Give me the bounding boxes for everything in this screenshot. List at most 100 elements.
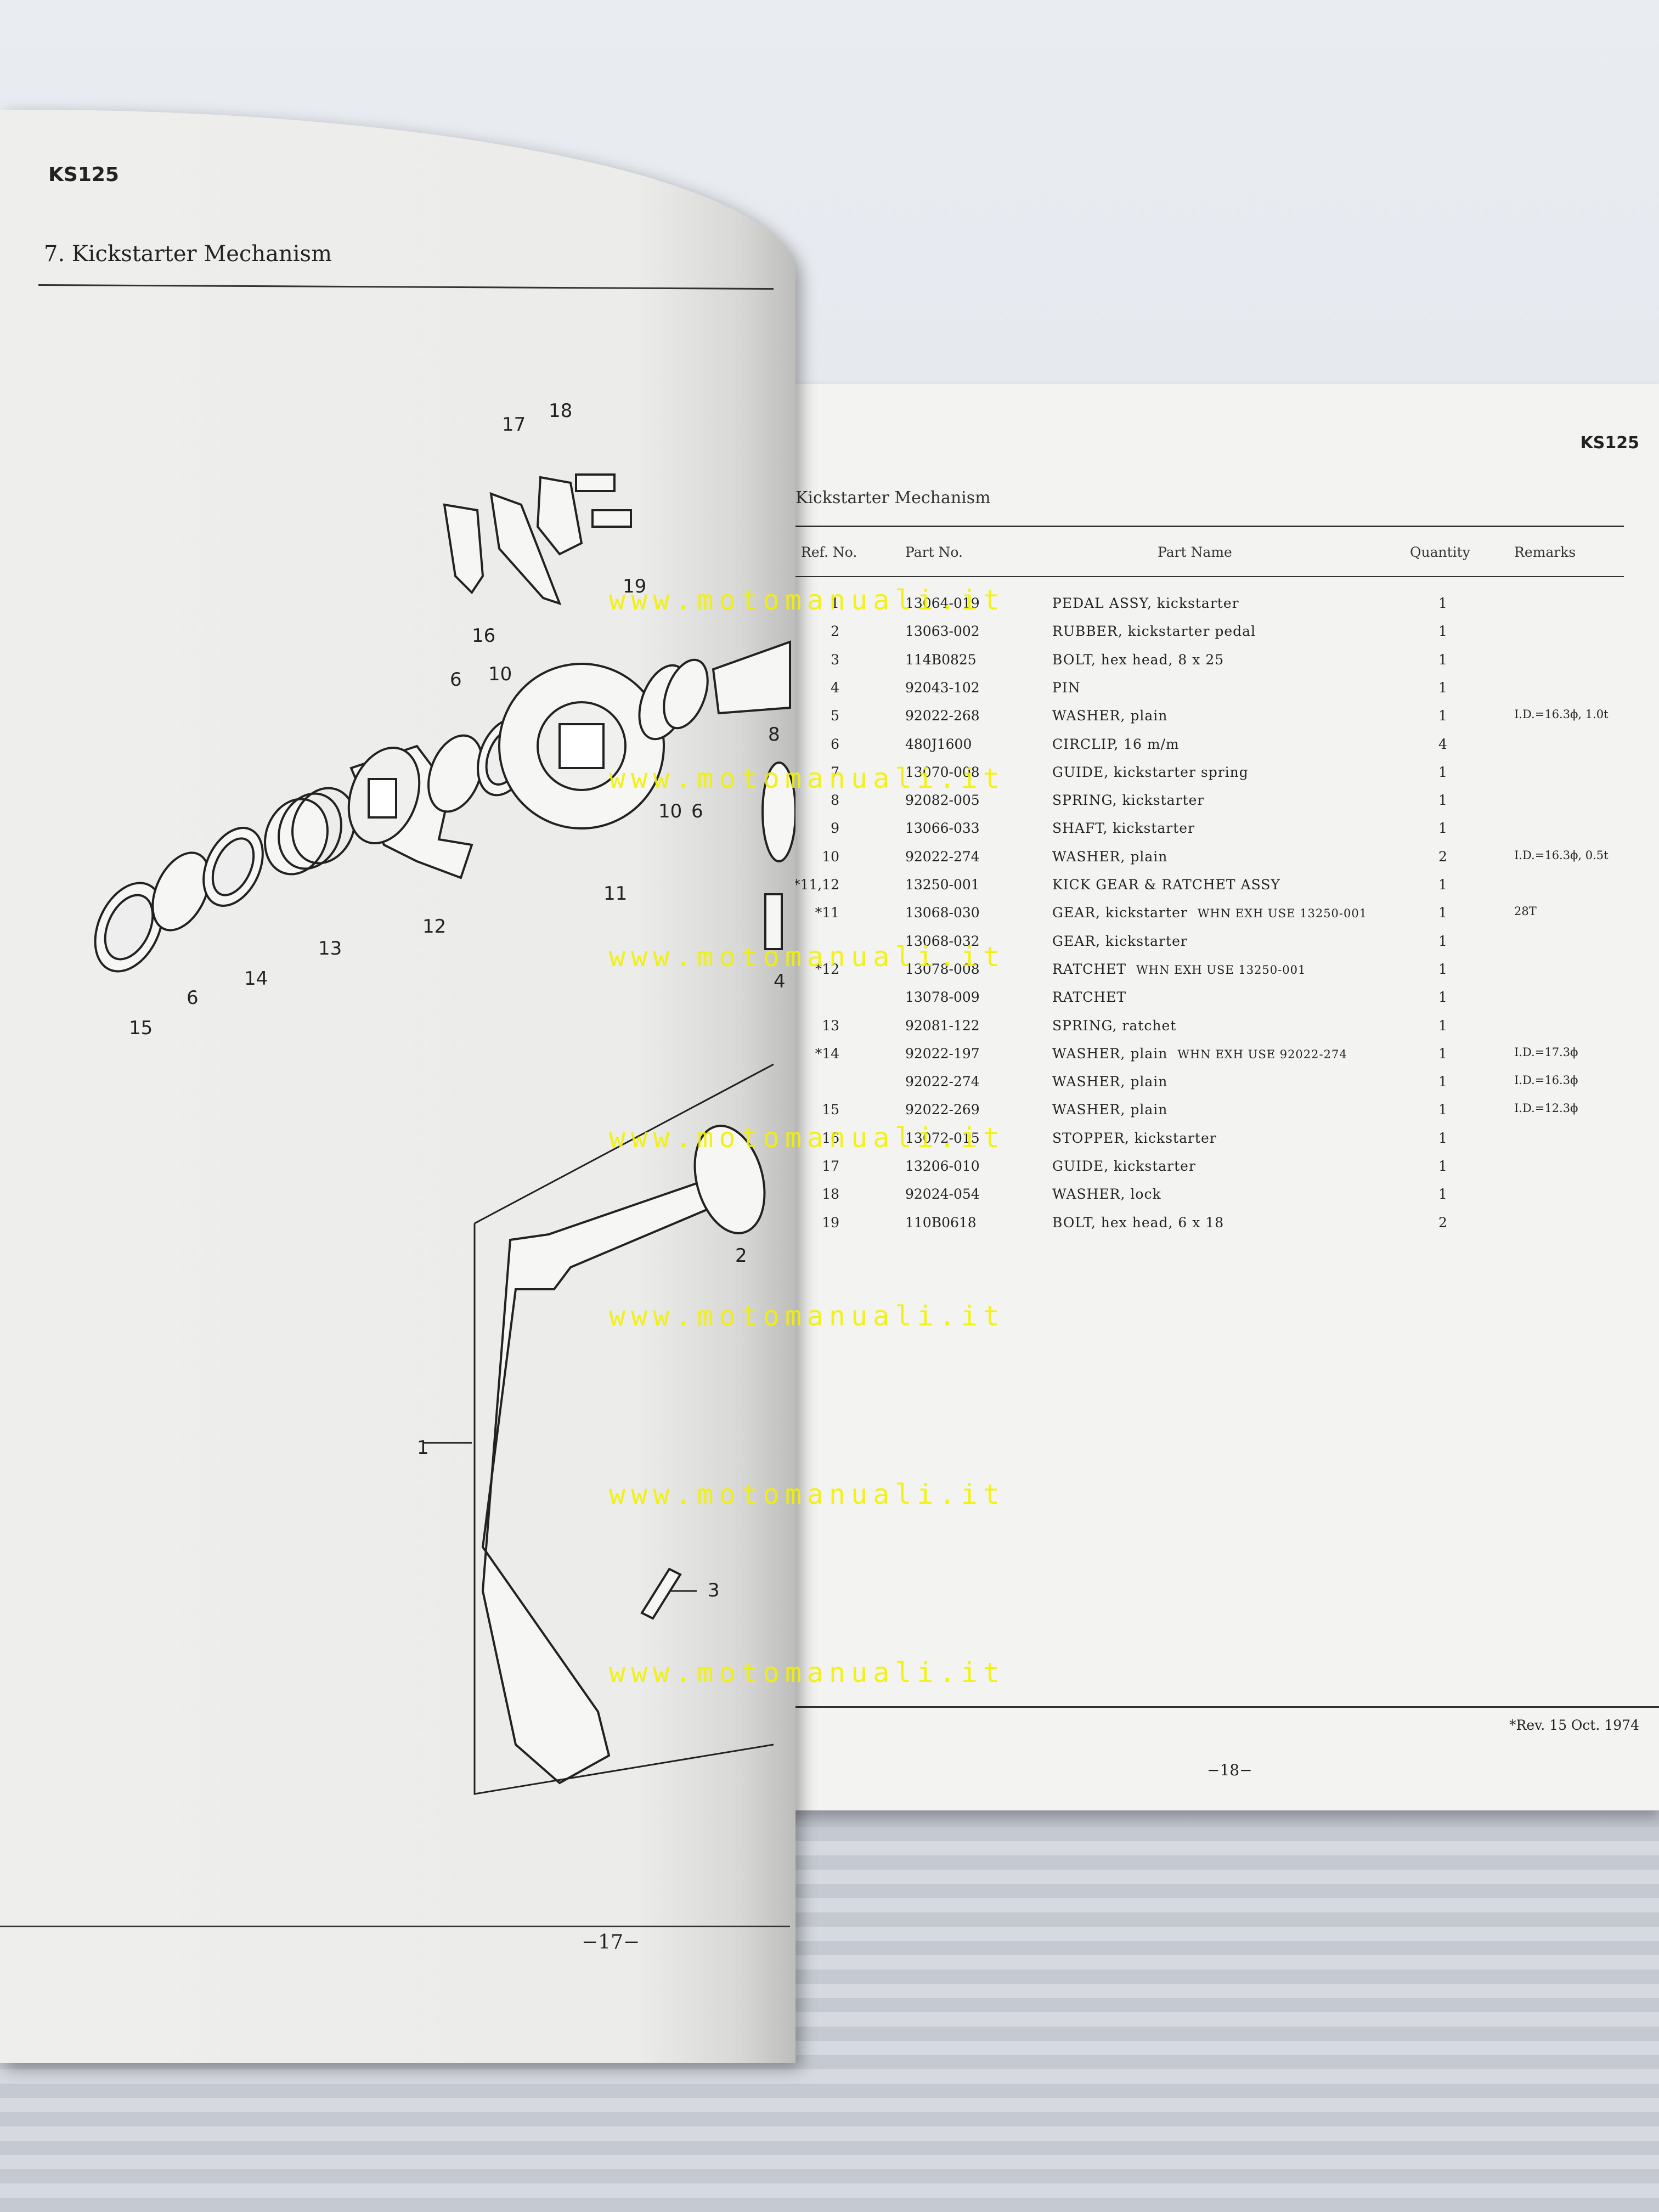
part-name: BOLT, hex head, 6 x 18 xyxy=(1052,1214,1224,1231)
quantity: 1 xyxy=(1438,764,1447,780)
part-no: 92082-005 xyxy=(905,792,980,809)
ref-no: 9 xyxy=(831,820,839,837)
ref-no: *12 xyxy=(815,961,839,977)
ref-no: 6 xyxy=(831,736,839,752)
ref-no: 16 xyxy=(822,1130,839,1146)
part-note: WHN EXH USE 92022-274 xyxy=(1177,1047,1347,1061)
bolt-19 xyxy=(575,473,616,492)
part-name: GEAR, kickstarter xyxy=(1052,933,1188,949)
watermark-text: www.motomanuali.it xyxy=(609,941,1005,973)
diagram-callout: 6 xyxy=(691,800,703,822)
lock-washer-18 xyxy=(536,476,583,556)
diagram-callout: 6 xyxy=(450,669,462,691)
part-name: WASHER, plain xyxy=(1052,1074,1168,1090)
section-title: 7. Kickstarter Mechanism xyxy=(44,241,332,267)
ref-no: 8 xyxy=(831,792,839,809)
part-name: PIN xyxy=(1052,679,1081,696)
left-page: KS125 7. Kickstarter Mechanism −17− xyxy=(0,110,795,2063)
watermark-text: www.motomanuali.it xyxy=(609,1300,1005,1332)
quantity: 1 xyxy=(1438,1017,1447,1034)
part-name: GUIDE, kickstarter xyxy=(1052,1158,1196,1174)
part-name: SPRING, kickstarter xyxy=(1052,792,1205,809)
part-name: WASHER, plain xyxy=(1052,1102,1168,1118)
watermark-text: www.motomanuali.it xyxy=(609,1657,1005,1689)
part-no: 13250-001 xyxy=(905,877,980,893)
rule xyxy=(0,1926,790,1927)
quantity: 1 xyxy=(1438,679,1447,696)
diagram-callout: 11 xyxy=(603,883,627,905)
quantity: 1 xyxy=(1438,1074,1447,1090)
part-name: WASHER, lock xyxy=(1052,1186,1161,1203)
part-name: SHAFT, kickstarter xyxy=(1052,820,1195,837)
ref-no: *14 xyxy=(815,1045,839,1062)
section-title: Kickstarter Mechanism xyxy=(795,488,991,507)
watermark-text: www.motomanuali.it xyxy=(609,584,1005,616)
part-name: WASHER, plain xyxy=(1052,708,1168,724)
part-name: GUIDE, kickstarter spring xyxy=(1052,764,1249,780)
part-no: 13078-009 xyxy=(905,989,980,1006)
quantity: 1 xyxy=(1438,792,1447,809)
diagram-callout: 14 xyxy=(244,968,268,990)
quantity: 1 xyxy=(1438,1045,1447,1062)
remarks: 28T xyxy=(1514,905,1537,918)
ref-no: *11,12 xyxy=(793,877,839,893)
part-no: 92022-274 xyxy=(905,848,980,865)
part-name: CIRCLIP, 16 m/m xyxy=(1052,736,1180,752)
quantity: 1 xyxy=(1438,1186,1447,1203)
spring-8 xyxy=(761,761,795,862)
ref-no: 7 xyxy=(831,764,839,780)
part-no: 13064-019 xyxy=(905,595,980,611)
quantity: 1 xyxy=(1438,623,1447,640)
quantity: 1 xyxy=(1438,1158,1447,1174)
ref-no: 3 xyxy=(831,651,839,668)
bolt-3 xyxy=(640,1567,682,1620)
model-label: KS125 xyxy=(48,163,119,186)
part-name: RUBBER, kickstarter pedal xyxy=(1052,623,1256,640)
watermark-text: www.motomanuali.it xyxy=(609,763,1005,794)
guide-17 xyxy=(489,492,562,606)
part-no: 13078-008 xyxy=(905,961,980,977)
ref-no: 17 xyxy=(822,1158,839,1174)
part-note: WHN EXH USE 13250-001 xyxy=(1136,963,1306,977)
col-quantity: Quantity xyxy=(1410,544,1470,560)
model-label: KS125 xyxy=(1580,433,1639,453)
quantity: 1 xyxy=(1438,989,1447,1006)
part-no: 92043-102 xyxy=(905,679,980,696)
diagram-callout: 4 xyxy=(774,970,786,992)
part-no: 92022-197 xyxy=(905,1045,980,1062)
remarks: I.D.=12.3ϕ xyxy=(1514,1102,1578,1115)
quantity: 1 xyxy=(1438,651,1447,668)
diagram-callout: 13 xyxy=(318,938,342,960)
quantity: 1 xyxy=(1438,877,1447,893)
pin-4 xyxy=(764,893,783,950)
col-part-no: Part No. xyxy=(905,544,963,560)
ref-no: 18 xyxy=(822,1186,839,1203)
rule xyxy=(790,1706,1659,1708)
part-no: 480J1600 xyxy=(905,736,972,752)
quantity: 1 xyxy=(1438,961,1447,977)
diagram-callout: 1 xyxy=(417,1437,429,1459)
revision-note: *Rev. 15 Oct. 1974 xyxy=(1509,1717,1639,1733)
quantity: 1 xyxy=(1438,933,1447,949)
col-remarks: Remarks xyxy=(1514,544,1576,560)
ref-no: 15 xyxy=(822,1102,839,1118)
quantity: 2 xyxy=(1438,848,1447,865)
ref-no: 19 xyxy=(822,1214,839,1231)
diagram-callout: 12 xyxy=(422,916,446,938)
diagram-callout: 2 xyxy=(735,1245,747,1267)
quantity: 1 xyxy=(1438,708,1447,724)
part-no: 114B0825 xyxy=(905,651,977,668)
part-no: 13063-002 xyxy=(905,623,980,640)
part-name: STOPPER, kickstarter xyxy=(1052,1130,1217,1146)
page-number: −18− xyxy=(1207,1761,1252,1779)
part-note: WHN EXH USE 13250-001 xyxy=(1197,907,1368,921)
ref-no: 13 xyxy=(822,1017,839,1034)
ref-no: 4 xyxy=(831,679,839,696)
part-no: 13072-015 xyxy=(905,1130,980,1146)
bolt-19b xyxy=(591,509,632,528)
diagram-callout: 16 xyxy=(472,625,495,647)
diagram-callout: 10 xyxy=(488,663,512,685)
part-name: PEDAL ASSY, kickstarter xyxy=(1052,595,1239,611)
col-part-name: Part Name xyxy=(1158,544,1232,560)
